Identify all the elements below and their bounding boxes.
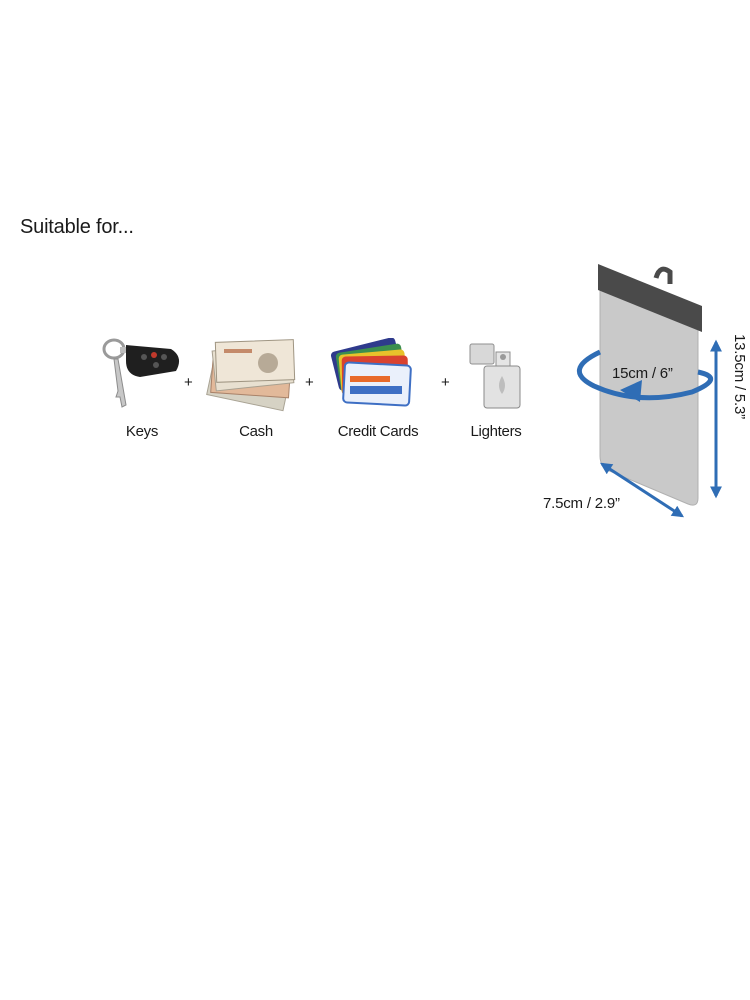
item-label-keys: Keys [125, 423, 159, 440]
item-label-cash: Cash [239, 423, 273, 440]
pouch-top-seal [598, 264, 702, 332]
plus-separator-3: + [441, 374, 450, 391]
circumference-label: 15cm / 6” [612, 365, 673, 382]
width-label: 7.5cm / 2.9” [543, 495, 620, 512]
item-label-credit-cards: Credit Cards [337, 423, 419, 440]
height-label: 13.5cm / 5.3” [731, 334, 748, 419]
item-lighters: Lighters [464, 342, 524, 440]
item-keys: Keys [96, 335, 186, 440]
item-label-lighters: Lighters [470, 423, 522, 440]
banknotes-icon [206, 339, 296, 412]
width-arrow [599, 462, 685, 518]
suitable-for-heading: Suitable for... [20, 216, 134, 238]
circumference-arrow [577, 349, 713, 401]
lighter-icon [469, 343, 521, 409]
item-credit-cards: Credit Cards [322, 338, 422, 440]
item-cash: Cash [204, 333, 300, 440]
car-key-fob-icon [102, 338, 180, 408]
pouch-illustration [577, 264, 722, 518]
plus-separator-2: + [305, 374, 314, 391]
credit-cards-icon [330, 338, 412, 407]
plus-separator-1: + [184, 374, 193, 391]
